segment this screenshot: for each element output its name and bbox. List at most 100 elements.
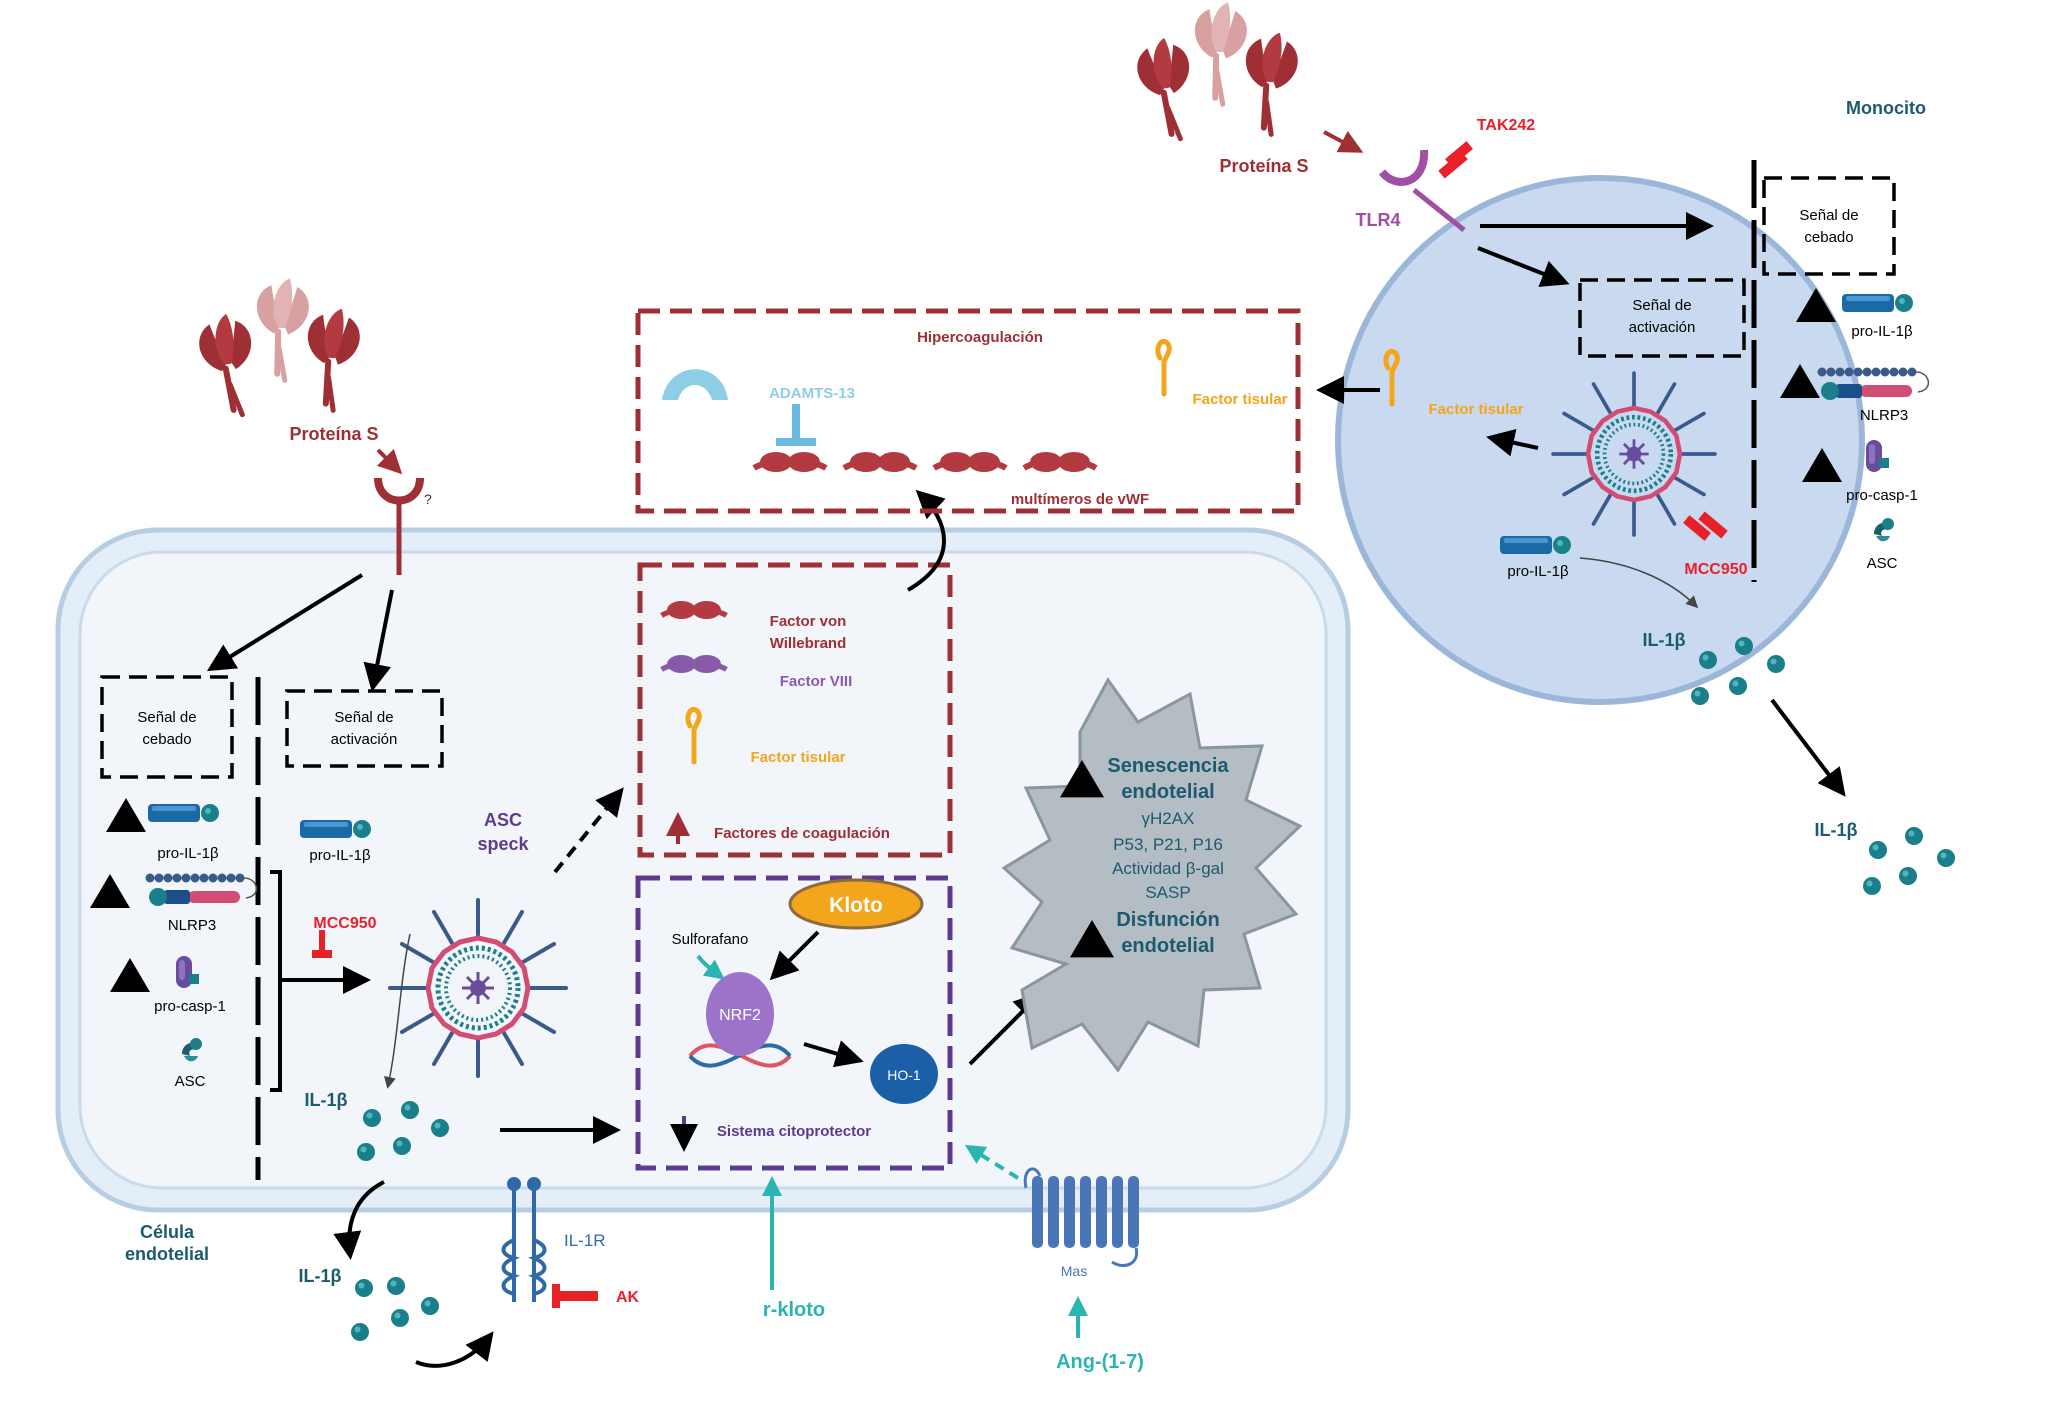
tak242-label: TAK242 bbox=[1477, 117, 1535, 134]
secretion-arrow bbox=[333, 1180, 385, 1260]
kloto-arrow bbox=[769, 930, 820, 981]
nrf2-to-ho1-arrow bbox=[803, 1040, 864, 1068]
il1b-release-arrow bbox=[1770, 698, 1846, 797]
inflammasome-to-tf-arrow bbox=[1486, 428, 1539, 457]
adamts13-icon bbox=[662, 369, 728, 400]
protein-s-arrow-endothelial bbox=[376, 448, 403, 475]
il1b-dot bbox=[393, 1137, 411, 1155]
il1b-dot bbox=[1863, 877, 1881, 895]
senescence-line4: P53, P21, P16 bbox=[1113, 835, 1223, 854]
asc-icon bbox=[1874, 518, 1894, 542]
asc-label-monocyte: ASC bbox=[1867, 555, 1898, 572]
mcc950-label-endothelial: MCC950 bbox=[313, 915, 376, 932]
adamts13-inhibitor-icon bbox=[776, 404, 816, 446]
monocyte-membrane bbox=[1335, 175, 1865, 705]
priming-signal-line2: cebado bbox=[142, 731, 191, 748]
hyper-tissue-factor-label: Factor tisular bbox=[1192, 391, 1287, 408]
nrf2-label: NRF2 bbox=[719, 1007, 761, 1024]
protein-s-icon-endothelial bbox=[195, 276, 362, 419]
protein-s-arrow-monocyte bbox=[1323, 130, 1364, 153]
cleavage-arrow-monocyte bbox=[1579, 557, 1699, 609]
kloto-label: Kloto bbox=[829, 894, 883, 917]
arrow-to-activation bbox=[363, 589, 394, 692]
protein-s-label-monocyte: Proteína S bbox=[1219, 156, 1308, 176]
senescence-line1: Senescencia bbox=[1107, 755, 1229, 777]
il1b-dot bbox=[1937, 849, 1955, 867]
priming-signal-box bbox=[100, 675, 234, 779]
il1b-dot bbox=[1767, 655, 1785, 673]
il1b-dot bbox=[401, 1101, 419, 1119]
cell-label-line2: endotelial bbox=[125, 1244, 209, 1264]
vwf-label-2: Willebrand bbox=[770, 635, 847, 652]
adamts13-label: ADAMTS-13 bbox=[769, 385, 855, 402]
il1b-dot bbox=[1729, 677, 1747, 695]
il1b-dot bbox=[351, 1323, 369, 1341]
tissue-factor-label: Factor tisular bbox=[750, 749, 845, 766]
il1b-dot bbox=[1735, 637, 1753, 655]
activation-signal-monocyte-line1: Señal de bbox=[1632, 297, 1691, 314]
dashed-arrow-to-coagulation bbox=[553, 787, 624, 874]
tlr4-icon bbox=[1378, 149, 1429, 186]
senescence-line7: Disfunción bbox=[1116, 909, 1219, 931]
pro-casp1-label: pro-casp-1 bbox=[154, 998, 226, 1015]
senescence-line5: Actividad β-gal bbox=[1112, 859, 1224, 878]
inflammasome-icon-monocyte bbox=[1551, 371, 1717, 537]
il1b-dot bbox=[355, 1279, 373, 1297]
pro-il1b-label-b: pro-IL-1β bbox=[309, 847, 371, 864]
ang-label: Ang-(1-7) bbox=[1056, 1351, 1144, 1373]
tak242-inhibitor-icon bbox=[1438, 141, 1473, 179]
il1b-dot bbox=[387, 1277, 405, 1295]
il1b-dot bbox=[357, 1143, 375, 1161]
arrow-to-il1r bbox=[415, 1331, 494, 1368]
asc-speck-label-2: speck bbox=[477, 834, 529, 854]
nlrp3-icon bbox=[1816, 366, 1930, 401]
il1b-dot bbox=[421, 1297, 439, 1315]
ak-label: AK bbox=[616, 1289, 640, 1306]
ho1-label: HO-1 bbox=[887, 1067, 921, 1083]
sulforafano-label: Sulforafano bbox=[672, 931, 749, 948]
il1b-dot bbox=[1691, 687, 1709, 705]
ho1-icon bbox=[870, 1044, 938, 1104]
nlrp3-label: NLRP3 bbox=[168, 917, 216, 934]
il1b-dot bbox=[1869, 841, 1887, 859]
tlr4-label: TLR4 bbox=[1356, 210, 1401, 230]
vwf-label-1: Factor von bbox=[770, 613, 847, 630]
endothelial-cell-cytoplasm bbox=[78, 550, 1328, 1190]
senescence-burst bbox=[1001, 677, 1303, 1073]
senescence-line2: endotelial bbox=[1121, 781, 1214, 803]
protein-s-label-endothelial: Proteína S bbox=[289, 424, 378, 444]
senescence-line8: endotelial bbox=[1121, 935, 1214, 957]
coagulation-factors-label: Factores de coagulación bbox=[714, 825, 890, 842]
monocyte-title: Monocito bbox=[1846, 98, 1926, 118]
factor-viii-icon bbox=[660, 655, 728, 673]
protein-s-icon-monocyte bbox=[1133, 0, 1300, 143]
il1b-label-outer: IL-1β bbox=[299, 1266, 342, 1286]
pro-casp1-label-monocyte: pro-casp-1 bbox=[1846, 487, 1918, 504]
cytoprotective-label: Sistema citoprotector bbox=[717, 1123, 871, 1140]
cytoprotective-box bbox=[635, 875, 953, 1171]
rkloto-label: r-kloto bbox=[763, 1299, 825, 1321]
arrow-to-activation-monocyte bbox=[1477, 246, 1570, 287]
il1b-dot bbox=[1905, 827, 1923, 845]
il1b-dot bbox=[363, 1109, 381, 1127]
pro-il1b-icon bbox=[1500, 536, 1571, 554]
asc-speck-label-1: ASC bbox=[484, 810, 522, 830]
kloto-icon bbox=[788, 878, 924, 930]
cell-label-line1: Célula bbox=[140, 1222, 195, 1242]
il1b-dot bbox=[1899, 867, 1917, 885]
factor-viii-label: Factor VIII bbox=[780, 673, 853, 690]
hypercoagulation-title: Hipercoagulación bbox=[917, 329, 1043, 346]
nrf2-icon bbox=[706, 972, 774, 1056]
il1b-dot bbox=[1699, 651, 1717, 669]
il1b-label-monocyte-inner: IL-1β bbox=[1643, 630, 1686, 650]
arrow-to-priming bbox=[206, 573, 364, 672]
tlr4-stalk bbox=[1412, 188, 1466, 232]
priming-signal-monocyte-line2: cebado bbox=[1804, 229, 1853, 246]
il1b-dot bbox=[391, 1309, 409, 1327]
pro-il1b-label: pro-IL-1β bbox=[157, 845, 219, 862]
tissue-factor-icon bbox=[1158, 341, 1169, 394]
mcc950-inhibitor-icon-monocyte bbox=[1683, 511, 1728, 541]
activation-signal-box-monocyte bbox=[1578, 278, 1746, 358]
pro-il1b-icon bbox=[1842, 294, 1913, 312]
pro-il1b-label-monocyte: pro-IL-1β bbox=[1851, 323, 1913, 340]
